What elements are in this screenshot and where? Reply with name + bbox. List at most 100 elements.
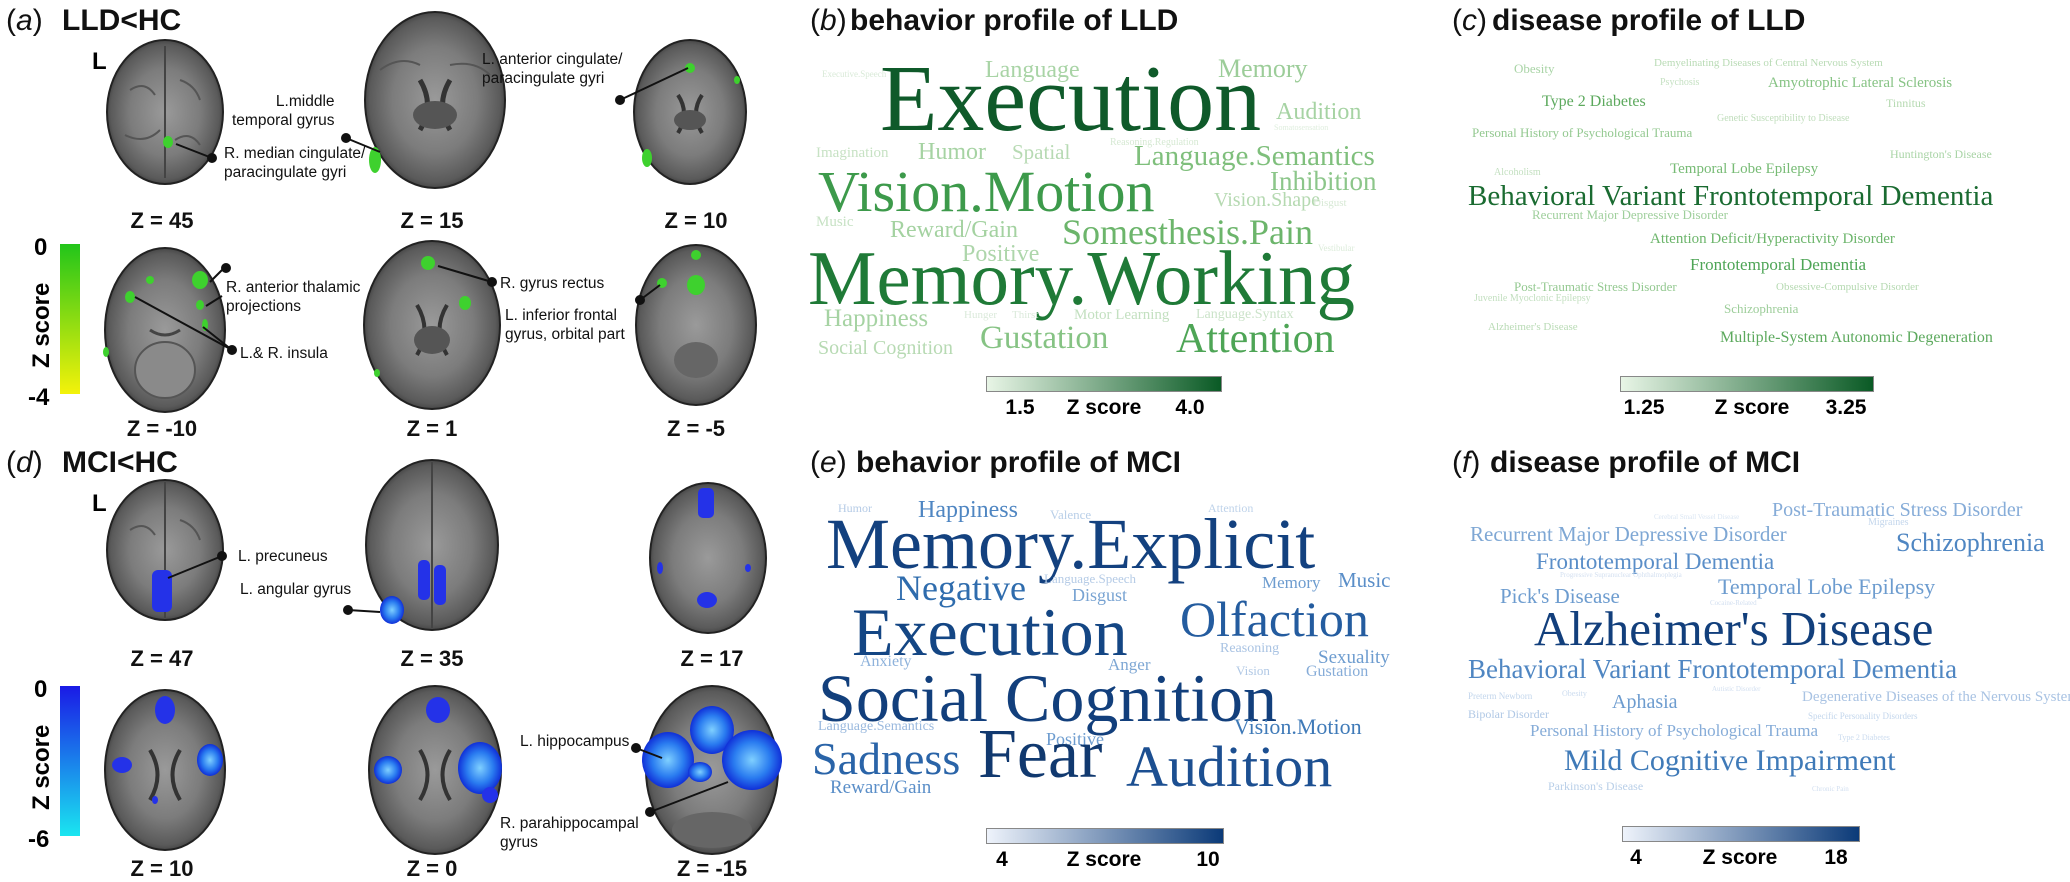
- word-b-15: Music: [816, 214, 854, 230]
- colorbar-lld-title: Z score: [28, 282, 55, 368]
- word-f-15: Autistic Disorder: [1712, 685, 1761, 693]
- word-e-13: Sexuality: [1318, 647, 1390, 668]
- word-e-25: Reward/Gain: [830, 777, 932, 798]
- annotation-middle-temporal-gyrus: L.middle temporal gyrus: [232, 93, 335, 129]
- brain-slice-mci-z47: [106, 479, 224, 621]
- annotation-insula: L.& R. insula: [240, 345, 328, 362]
- word-e-3: Attention: [1208, 501, 1254, 515]
- colorbar-mci-max: 0: [34, 676, 48, 703]
- panel-d-title: MCI<HC: [62, 446, 178, 479]
- slice-label: Z = 45: [130, 208, 194, 233]
- word-e-12: Reasoning: [1220, 641, 1280, 656]
- word-c-1: Demyelinating Diseases of Central Nervou…: [1654, 57, 1883, 69]
- word-f-16: Degenerative Diseases of the Nervous Sys…: [1802, 689, 2070, 705]
- colorbar-title: Z score: [1714, 396, 1790, 419]
- colorbar-lld: [60, 244, 80, 394]
- word-b-19: Positive: [962, 241, 1040, 267]
- word-e-5: Negative: [896, 568, 1026, 608]
- colorbar-mci-title: Z score: [28, 724, 55, 810]
- word-e-21: Positive: [1046, 729, 1105, 749]
- brain-slice-lld-z-5: [635, 244, 757, 406]
- slice-label: Z = 17: [680, 646, 744, 671]
- brain-slice-lld-z15: [364, 11, 506, 189]
- word-e-11: Olfaction: [1180, 591, 1369, 647]
- annotation-hippocampus: L. hippocampus: [520, 733, 630, 750]
- colorbar-tick: 3.25: [1825, 396, 1867, 419]
- word-b-22: Hunger: [964, 309, 997, 321]
- slice-label: Z = 35: [400, 646, 464, 671]
- brain-slice-mci-z17: [649, 482, 767, 634]
- colorbar-mci-min: -6: [28, 826, 50, 853]
- word-f-23: Chronic Pain: [1812, 785, 1849, 793]
- word-b-1: Language: [985, 57, 1080, 83]
- word-b-3: Execution: [880, 47, 1262, 151]
- brain-slice-mci-z10: [104, 689, 226, 851]
- word-e-24: Audition: [1126, 734, 1333, 799]
- word-c-19: Alzheimer's Disease: [1488, 321, 1578, 333]
- word-e-4: Memory.Explicit: [826, 504, 1316, 584]
- colorbar-tick: 4: [996, 848, 1008, 871]
- word-e-23: Fear: [978, 716, 1103, 793]
- word-f-9: Cocaine-Related: [1710, 599, 1757, 607]
- word-c-3: Amyotrophic Lateral Sclerosis: [1768, 75, 1953, 91]
- word-c-12: Recurrent Major Depressive Disorder: [1532, 207, 1729, 222]
- slice-label: Z = 15: [400, 208, 464, 233]
- word-c-8: Huntington's Disease: [1890, 147, 1992, 161]
- brain-slice-lld-z1: [363, 240, 501, 410]
- word-e-6: Language.Speech: [1044, 571, 1137, 586]
- word-b-26: Gustation: [980, 320, 1109, 356]
- brain-slice-mci-z-15: [642, 685, 782, 855]
- word-f-19: Personal History of Psychological Trauma: [1530, 721, 1819, 740]
- word-e-14: Anxiety: [860, 653, 912, 670]
- word-c-14: Frontotemporal Dementia: [1690, 255, 1867, 274]
- word-b-17: Somesthesis.Pain: [1062, 212, 1314, 252]
- word-e-15: Anger: [1108, 655, 1151, 674]
- panel-d-label: (d): [6, 446, 43, 479]
- brain-slice-mci-z0: [368, 685, 502, 855]
- word-e-22: Sadness: [812, 733, 961, 784]
- word-b-8: Spatial: [1012, 140, 1071, 164]
- word-b-20: Memory.Working: [808, 235, 1355, 321]
- word-c-17: Juvenile Myoclonic Epilepsy: [1474, 293, 1591, 304]
- panel-e-title: behavior profile of MCI: [856, 446, 1182, 479]
- word-c-20: Multiple-System Autonomic Degeneration: [1720, 329, 1993, 346]
- panel-a-label: (a): [6, 4, 43, 37]
- word-b-11: Inhibition: [1270, 166, 1377, 196]
- word-c-7: Personal History of Psychological Trauma: [1472, 125, 1693, 140]
- annotation-angular-gyrus: L. angular gyrus: [240, 581, 352, 598]
- word-c-6: Genetic Susceptibility to Disease: [1717, 113, 1850, 124]
- word-b-14: Disgust: [1313, 197, 1347, 209]
- word-b-25: Language.Syntax: [1196, 307, 1294, 322]
- word-c-10: Temporal Lobe Epilepsy: [1670, 161, 1819, 177]
- panel-a-title: LLD<HC: [62, 4, 182, 37]
- word-f-3: Recurrent Major Depressive Disorder: [1470, 522, 1787, 546]
- colorbar-tick: 4: [1630, 846, 1642, 869]
- colorbar-mci: [60, 686, 80, 836]
- word-e-8: Music: [1338, 568, 1391, 592]
- word-c-9: Alcoholism: [1494, 167, 1541, 178]
- word-b-9: Reasoning.Regulation: [1110, 137, 1199, 148]
- colorbar-disease-mci: [1622, 826, 1860, 842]
- brain-slice-mci-z35: [365, 459, 499, 631]
- colorbar-tick: 1.5: [1005, 396, 1035, 419]
- word-f-7: Temporal Lobe Epilepsy: [1718, 574, 1936, 599]
- slice-label: Z = -5: [666, 416, 726, 441]
- word-b-21: Happiness: [824, 305, 929, 332]
- word-c-13: Attention Deficit/Hyperactivity Disorder: [1650, 231, 1895, 247]
- word-f-18: Specific Personality Disorders: [1808, 711, 1918, 721]
- panel-f-label: (f): [1452, 446, 1481, 479]
- colorbar-lld-max: 0: [34, 234, 48, 261]
- colorbar-title: Z score: [1066, 848, 1142, 871]
- annotation-parahippocampal: R. parahippocampal gyrus: [500, 815, 639, 851]
- slice-label: Z = 47: [130, 646, 194, 671]
- slice-label: Z = 10: [130, 856, 194, 881]
- word-e-17: Gustation: [1306, 663, 1369, 680]
- word-c-2: Psychosis: [1660, 77, 1700, 88]
- colorbar-title: Z score: [1066, 396, 1142, 419]
- slice-label: Z = 1: [406, 416, 458, 441]
- word-e-0: Humor: [838, 501, 872, 515]
- brain-slice-lld-z45: [106, 39, 224, 185]
- colorbar-tick: 18: [1824, 846, 1848, 869]
- word-c-15: Post-Traumatic Stress Disorder: [1514, 279, 1677, 294]
